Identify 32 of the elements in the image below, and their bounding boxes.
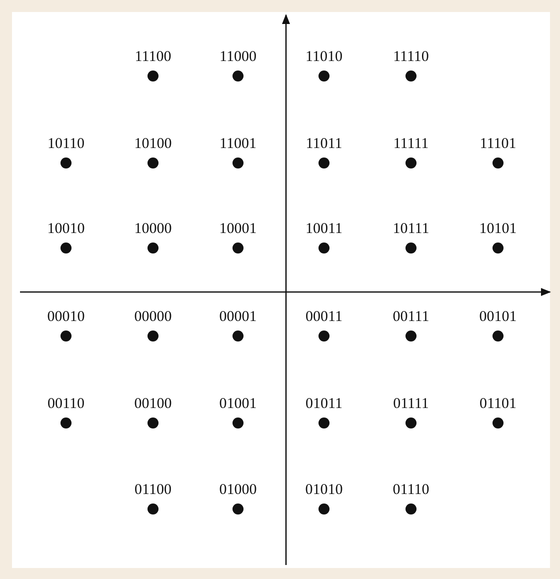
bit-label: 11110: [393, 49, 429, 66]
bit-label: 11010: [306, 49, 342, 66]
bit-label: 00011: [306, 309, 342, 326]
bit-label: 11001: [220, 136, 256, 153]
bit-label: 00001: [219, 309, 257, 326]
bit-label: 01111: [393, 396, 429, 413]
bit-label: 01101: [480, 396, 516, 413]
bit-label: 11111: [393, 136, 429, 153]
bit-label: 10111: [392, 221, 430, 238]
bit-label: 11101: [480, 136, 516, 153]
bit-label: 10100: [134, 136, 172, 153]
bit-label: 00000: [134, 309, 172, 326]
bit-label: 01011: [306, 396, 342, 413]
bit-label: 00111: [392, 309, 430, 326]
bit-label: 11000: [220, 49, 256, 66]
bit-label: 01000: [219, 482, 257, 499]
bit-label: 10000: [134, 221, 172, 238]
bit-label: 10011: [306, 221, 342, 238]
bit-label: 00101: [479, 309, 517, 326]
bit-label: 00100: [134, 396, 172, 413]
bit-label: 10110: [48, 136, 84, 153]
bit-label: 01100: [134, 482, 172, 499]
bit-label: 00110: [48, 396, 84, 413]
bit-label: 10001: [219, 221, 257, 238]
bit-label: 10010: [47, 221, 85, 238]
bit-label: 11011: [306, 136, 342, 153]
bit-label: 11100: [134, 49, 172, 66]
bit-label: 00010: [47, 309, 85, 326]
bit-label: 01110: [392, 482, 430, 499]
bit-label: 10101: [479, 221, 517, 238]
bit-label: 01001: [219, 396, 257, 413]
bit-label: 01010: [305, 482, 343, 499]
